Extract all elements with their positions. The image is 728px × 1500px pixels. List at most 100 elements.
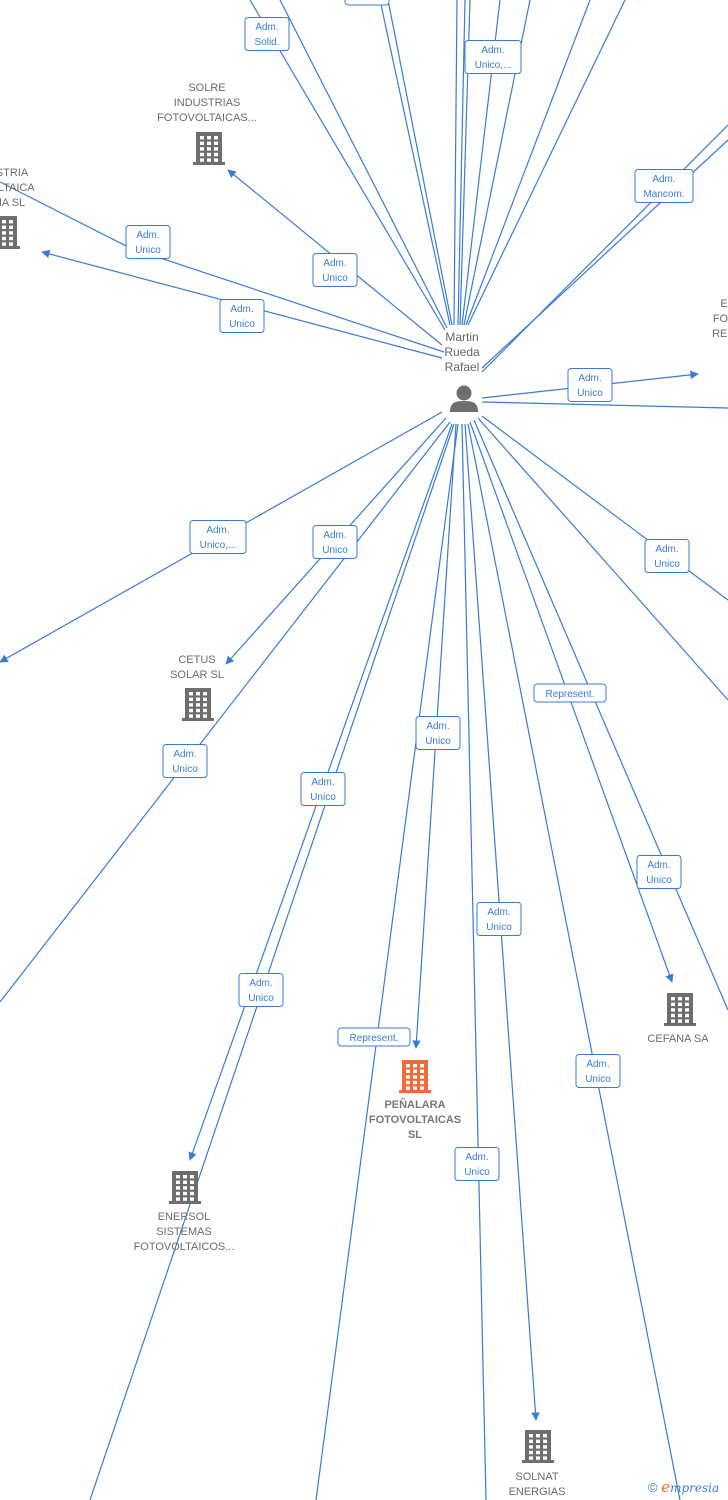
edge-line [0, 181, 131, 249]
relation-label-text: Adm. [465, 1152, 488, 1163]
relation-label-text: Unico [425, 736, 451, 747]
person-name[interactable]: Rueda [444, 345, 480, 359]
relation-label-text: Adm. [487, 907, 510, 918]
person-icon-head [456, 385, 472, 401]
relation-label[interactable]: Adm.Unico [238, 973, 284, 1007]
relation-label-text: Adm. [323, 258, 346, 269]
relation-label[interactable]: Adm.Unico [312, 525, 358, 559]
building-icon[interactable] [193, 132, 225, 165]
copyright-symbol: © [648, 1480, 658, 1495]
edge-line [481, 124, 728, 373]
company-name[interactable]: FOTOVOLTAICAS... [157, 112, 257, 124]
company-name[interactable]: SL [408, 1129, 422, 1141]
relation-label[interactable]: Adm.Unico [415, 716, 461, 750]
edge-line [467, 0, 626, 326]
building-icon[interactable] [182, 688, 214, 721]
relation-label-text: Unico [585, 1074, 611, 1085]
edge-line [249, 0, 446, 331]
edge-line [129, 247, 445, 353]
nodes-layer: SOLRE INDUSTRIAS FOTOVOLTAICAS... STRIA OLTA… [0, 82, 728, 1498]
relation-label[interactable]: Adm.Unico [567, 368, 613, 402]
relation-label-text: Adm. [206, 525, 229, 536]
company-name[interactable]: SOLAR SL [170, 669, 224, 681]
relation-label-text: Unico [322, 273, 348, 284]
relation-label[interactable]: Represent. [533, 683, 607, 703]
company-name[interactable]: RENO [712, 328, 728, 340]
person-name[interactable]: Martin [445, 330, 478, 344]
company-name[interactable]: CEFANA SA [647, 1033, 709, 1045]
company-name[interactable]: EN [720, 298, 728, 310]
company-name[interactable]: PEÑALARA [384, 1098, 445, 1111]
relation-label-text: Adm. [652, 174, 675, 185]
relation-label-text: Unico [310, 792, 336, 803]
company-name[interactable]: STRIA [0, 167, 29, 179]
relation-label[interactable]: Adm.Mancom. [634, 169, 694, 203]
relation-label-text: Adm. [578, 373, 601, 384]
edge-line [477, 417, 728, 701]
relation-label[interactable]: Adm. Unico [476, 902, 522, 936]
relation-label[interactable]: Represent. [337, 1027, 411, 1047]
relation-label[interactable]: Adm.Unico,... [189, 520, 247, 554]
building-icon[interactable] [664, 993, 696, 1026]
company-name[interactable]: ENERSOL [158, 1211, 211, 1223]
relation-label-text: Adm. [230, 304, 253, 315]
relation-label-text: Represent. [350, 1033, 399, 1044]
relation-label-text: Adm. [136, 230, 159, 241]
relation-label-text: Adm. [647, 860, 670, 871]
company-name[interactable]: OLTAICA [0, 182, 35, 194]
relation-label[interactable]: Adm.Unico [219, 299, 265, 333]
relation-label-text: Adm. [249, 978, 272, 989]
person-icon [450, 401, 478, 412]
company-name[interactable]: ENERGIAS [509, 1486, 566, 1498]
relation-label-text: Unico [464, 1167, 490, 1178]
relation-label[interactable]: Adm.Unico [636, 855, 682, 889]
company-name[interactable]: FOTO [713, 313, 728, 325]
company-name[interactable]: SOLRE [188, 82, 225, 94]
relation-label-text: Unico [172, 764, 198, 775]
relation-label[interactable]: Adm. Unico [454, 1147, 500, 1181]
building-icon[interactable] [399, 1060, 431, 1093]
relation-label[interactable]: Adm. Unico [162, 744, 208, 778]
relation-label-text: Unico [654, 559, 680, 570]
relation-label[interactable]: Adm.Unico,... [464, 40, 522, 74]
edge-line [387, 0, 453, 326]
relation-label[interactable]: Adm. Unico [644, 539, 690, 573]
relation-label[interactable]: Unico [344, 0, 390, 6]
relation-label[interactable]: Adm. Unico [575, 1054, 621, 1088]
building-icon[interactable] [169, 1171, 201, 1204]
company-name[interactable]: FOTOVOLTAICOS... [134, 1241, 235, 1253]
relation-label-text: Unico [354, 0, 380, 3]
person-name[interactable]: Rafael [445, 360, 480, 374]
edge-line [453, 0, 458, 326]
relation-label-text: Adm. [655, 544, 678, 555]
relation-label-text: Adm. [586, 1059, 609, 1070]
company-name[interactable]: SISTEMAS [156, 1226, 212, 1238]
company-name[interactable]: FOTOVOLTAICAS [369, 1114, 461, 1126]
edge-line [465, 0, 591, 326]
relation-label-text: Adm. [481, 45, 504, 56]
company-name[interactable]: INDUSTRIAS [174, 97, 241, 109]
relation-label-text: Adm. [173, 749, 196, 760]
relation-label[interactable]: Adm. Unico [312, 253, 358, 287]
company-name[interactable]: IA SL [0, 197, 25, 209]
relation-label-text: Unico [486, 922, 512, 933]
company-name[interactable]: CETUS [178, 654, 215, 666]
relation-label-text: Adm. [311, 777, 334, 788]
edge-line [315, 423, 459, 1500]
relation-label[interactable]: Adm.Solid. [244, 17, 290, 51]
company-name[interactable]: SOLNAT [515, 1471, 558, 1483]
edge-line [457, 0, 466, 326]
edge-line [0, 421, 451, 1003]
building-icon[interactable] [522, 1430, 554, 1463]
edge-line [461, 423, 487, 1500]
edge-line [379, 0, 451, 326]
edge-line [481, 401, 728, 409]
relation-label[interactable]: Adm. Unico [300, 772, 346, 806]
edge-line [89, 423, 455, 1500]
building-icon[interactable] [0, 216, 20, 249]
relation-label[interactable]: Adm.Unico [125, 225, 171, 259]
relation-label-text: Adm. [323, 530, 346, 541]
empresia-watermark: © empresia [648, 1478, 719, 1496]
